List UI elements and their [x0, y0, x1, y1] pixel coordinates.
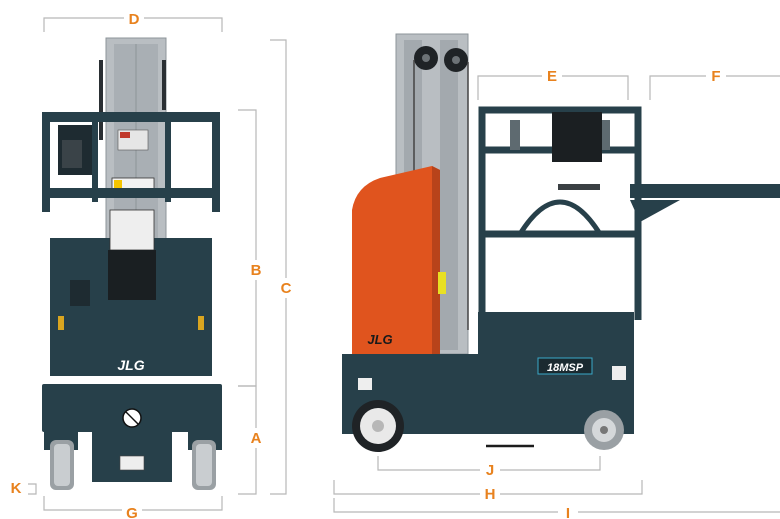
side-jlg-logo: JLG: [367, 332, 392, 347]
front-view: JLG: [42, 37, 222, 490]
dim-label-d: D: [129, 11, 140, 28]
side-front-wheel: [352, 400, 404, 452]
side-control-box: [552, 112, 602, 162]
side-model-badge-text: 18MSP: [547, 362, 584, 374]
side-platform-cage: [478, 106, 642, 320]
dim-label-f: F: [711, 68, 720, 85]
dimension-labels: D C B A K G E F J H I: [11, 8, 726, 519]
front-base-chassis: [42, 384, 222, 432]
dim-label-g: G: [126, 505, 138, 519]
dim-label-i: I: [566, 505, 570, 519]
front-jlg-logo: JLG: [117, 357, 144, 373]
side-view: JLG 18MSP: [342, 33, 780, 452]
dim-label-c: C: [281, 280, 292, 297]
side-orange-body: [352, 166, 440, 356]
dim-label-h: H: [485, 486, 496, 503]
dim-label-b: B: [251, 262, 262, 279]
dim-label-k: K: [11, 480, 22, 497]
front-left-wheel: [44, 428, 78, 490]
dim-label-a: A: [251, 430, 262, 447]
side-model-badge: [537, 357, 593, 375]
front-right-wheel: [188, 428, 222, 490]
side-rear-caster-wheel: [582, 398, 624, 450]
front-guard-rail: [42, 112, 220, 122]
dim-label-e: E: [547, 68, 557, 85]
dim-label-j: J: [486, 462, 494, 479]
side-extension-arm: [630, 184, 780, 198]
